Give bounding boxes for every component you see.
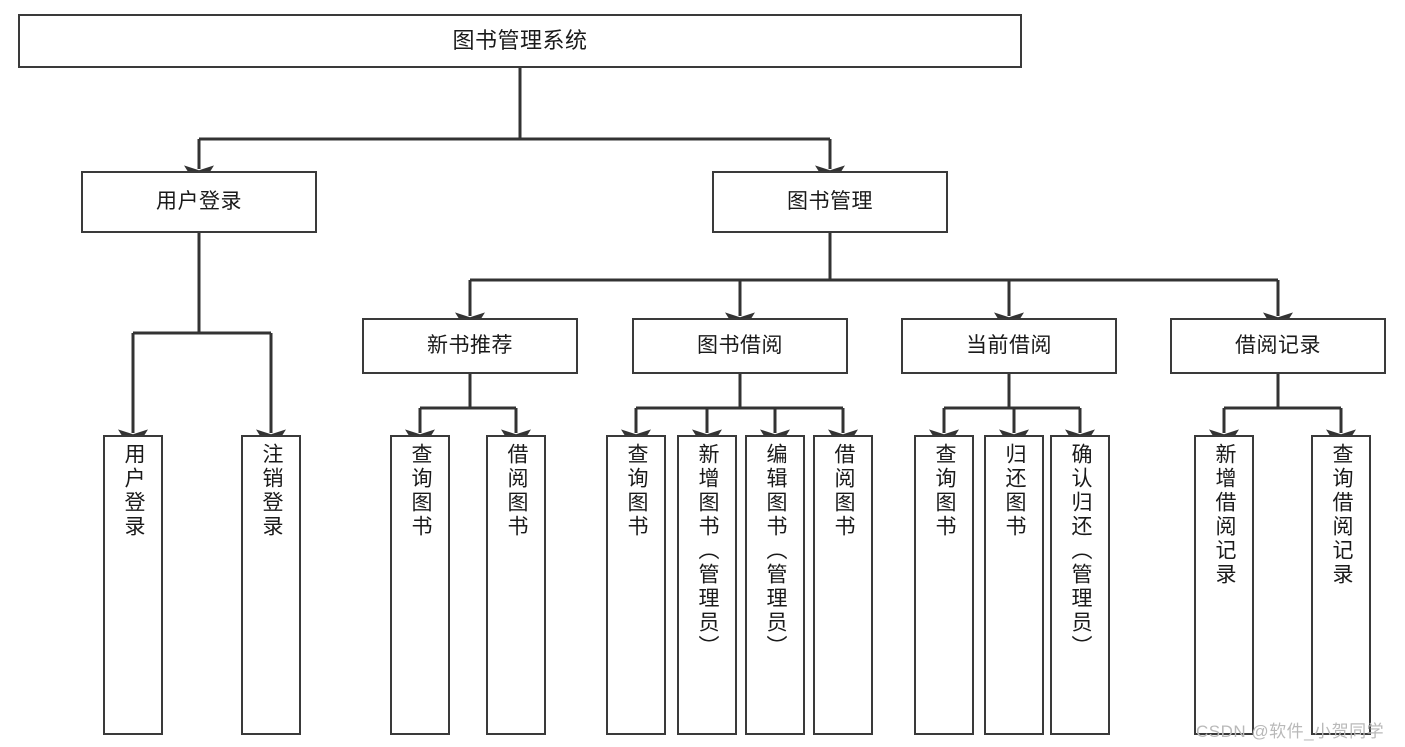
- node-leaf-query-book-2[interactable]: 查询图书: [606, 435, 666, 735]
- node-label: 新增图书（管理员）: [696, 443, 720, 659]
- node-leaf-return-book[interactable]: 归还图书: [984, 435, 1044, 735]
- node-leaf-add-book-admin[interactable]: 新增图书（管理员）: [677, 435, 737, 735]
- node-label: 当前借阅: [966, 333, 1052, 357]
- node-leaf-logout[interactable]: 注销登录: [241, 435, 301, 735]
- node-label: 注销登录: [260, 443, 284, 539]
- node-leaf-confirm-return-admin[interactable]: 确认归还（管理员）: [1050, 435, 1110, 735]
- node-label: 图书管理系统: [452, 27, 588, 53]
- node-leaf-borrow-book-2[interactable]: 借阅图书: [813, 435, 873, 735]
- node-book-manage[interactable]: 图书管理: [712, 171, 948, 233]
- node-leaf-borrow-book-1[interactable]: 借阅图书: [486, 435, 546, 735]
- node-leaf-add-borrow-record[interactable]: 新增借阅记录: [1194, 435, 1254, 735]
- connector-lines: [118, 68, 1356, 454]
- node-label: 借阅记录: [1235, 333, 1321, 357]
- node-new-book-recommend[interactable]: 新书推荐: [362, 318, 578, 374]
- node-label: 用户登录: [156, 189, 242, 213]
- node-label: 用户登录: [122, 443, 146, 539]
- node-root[interactable]: 图书管理系统: [18, 14, 1022, 68]
- node-label: 新书推荐: [427, 333, 513, 357]
- node-label: 归还图书: [1003, 443, 1027, 539]
- node-current-borrow[interactable]: 当前借阅: [901, 318, 1117, 374]
- node-label: 借阅图书: [505, 443, 529, 539]
- node-leaf-user-login[interactable]: 用户登录: [103, 435, 163, 735]
- node-leaf-query-book-1[interactable]: 查询图书: [390, 435, 450, 735]
- node-label: 借阅图书: [832, 443, 856, 539]
- node-label: 图书管理: [787, 189, 873, 213]
- node-label: 确认归还（管理员）: [1069, 443, 1093, 659]
- node-leaf-query-borrow-record[interactable]: 查询借阅记录: [1311, 435, 1371, 735]
- node-label: 编辑图书（管理员）: [764, 443, 788, 659]
- node-book-borrow[interactable]: 图书借阅: [632, 318, 848, 374]
- node-label: 新增借阅记录: [1213, 443, 1237, 587]
- node-label: 查询图书: [625, 443, 649, 539]
- node-label: 查询借阅记录: [1330, 443, 1354, 587]
- node-label: 查询图书: [409, 443, 433, 539]
- node-label: 查询图书: [933, 443, 957, 539]
- node-leaf-edit-book-admin[interactable]: 编辑图书（管理员）: [745, 435, 805, 735]
- node-label: 图书借阅: [697, 333, 783, 357]
- node-leaf-query-book-3[interactable]: 查询图书: [914, 435, 974, 735]
- node-user-login[interactable]: 用户登录: [81, 171, 317, 233]
- node-borrow-record[interactable]: 借阅记录: [1170, 318, 1386, 374]
- watermark-text: CSDN @软件_小贺同学: [1196, 722, 1385, 741]
